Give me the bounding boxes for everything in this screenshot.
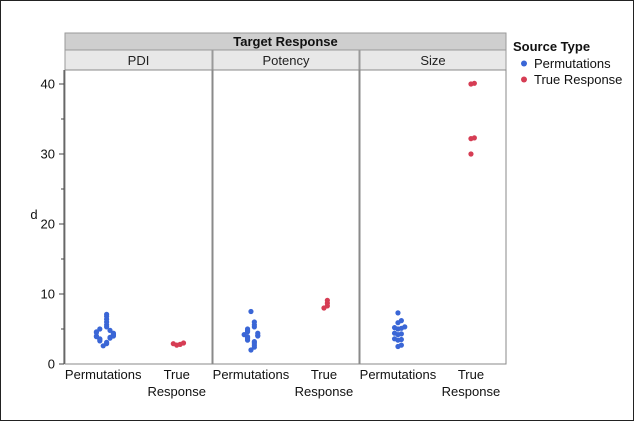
data-point-size-permutations-7 — [391, 330, 398, 336]
data-point-size-permutations-13 — [398, 318, 404, 324]
figure-caption-fragment — [0, 426, 640, 440]
data-point-pdi-permutations-17 — [107, 327, 113, 333]
y-tick-label-0: 0 — [48, 357, 55, 372]
legend-title: Source Type — [513, 39, 590, 54]
panel-label-potency: Potency — [263, 53, 310, 68]
panel-plot-area-pdi — [64, 69, 213, 365]
data-point-potency-permutations-19 — [248, 308, 254, 315]
x-tick-label-pdi-0: Permutations — [65, 367, 142, 382]
x-tick-label-pdi-1-line0: True — [164, 367, 190, 382]
legend-label-permutations: Permutations — [534, 56, 611, 71]
data-point-potency-permutations-12 — [255, 330, 261, 336]
y-tick-label-20: 20 — [41, 217, 55, 232]
data-point-pdi-permutations-18 — [97, 326, 103, 332]
data-point-pdi-true-response-3 — [180, 340, 187, 346]
data-point-size-true-response-2 — [471, 135, 477, 141]
data-point-size-permutations-1 — [398, 342, 404, 348]
data-point-potency-permutations-18 — [251, 319, 257, 325]
chart-title: Target Response — [233, 34, 338, 49]
panel-plot-area-size — [359, 69, 507, 365]
data-point-size-permutations-6 — [398, 331, 404, 337]
data-point-pdi-permutations-2 — [104, 339, 110, 345]
x-tick-label-potency-1-line1: Response — [295, 384, 354, 399]
data-point-potency-permutations-4 — [251, 339, 257, 345]
data-point-size-permutations-11 — [402, 324, 408, 330]
data-point-size-permutations-4 — [391, 336, 398, 342]
data-point-size-true-response-0 — [468, 151, 474, 157]
data-point-potency-true-response-3 — [324, 297, 330, 303]
data-point-size-true-response-4 — [471, 80, 477, 86]
data-point-pdi-true-response-2 — [170, 341, 176, 347]
legend-label-true-response: True Response — [534, 72, 622, 87]
data-point-size-permutations-10 — [391, 325, 398, 331]
data-point-size-permutations-14 — [395, 310, 401, 316]
data-point-potency-permutations-15 — [244, 326, 251, 332]
panel-label-size: Size — [420, 53, 445, 68]
x-tick-label-size-1-line0: True — [458, 367, 484, 382]
data-point-pdi-permutations-24 — [104, 311, 110, 317]
y-tick-label-10: 10 — [41, 287, 55, 302]
panel-label-pdi: PDI — [128, 53, 150, 68]
legend-marker-permutations — [521, 60, 527, 67]
legend-marker-true-response — [521, 76, 527, 83]
x-tick-label-potency-1-line0: True — [311, 367, 337, 382]
x-tick-label-pdi-1-line1: Response — [147, 384, 206, 399]
y-axis-label: d — [30, 207, 37, 222]
panel-plot-area-potency — [212, 69, 360, 365]
y-tick-label-30: 30 — [41, 147, 55, 162]
x-tick-label-size-0: Permutations — [360, 367, 437, 382]
y-tick-label-40: 40 — [41, 77, 55, 92]
x-tick-label-size-1-line1: Response — [442, 384, 501, 399]
data-point-size-permutations-3 — [398, 336, 404, 343]
x-tick-label-potency-0: Permutations — [213, 367, 290, 382]
